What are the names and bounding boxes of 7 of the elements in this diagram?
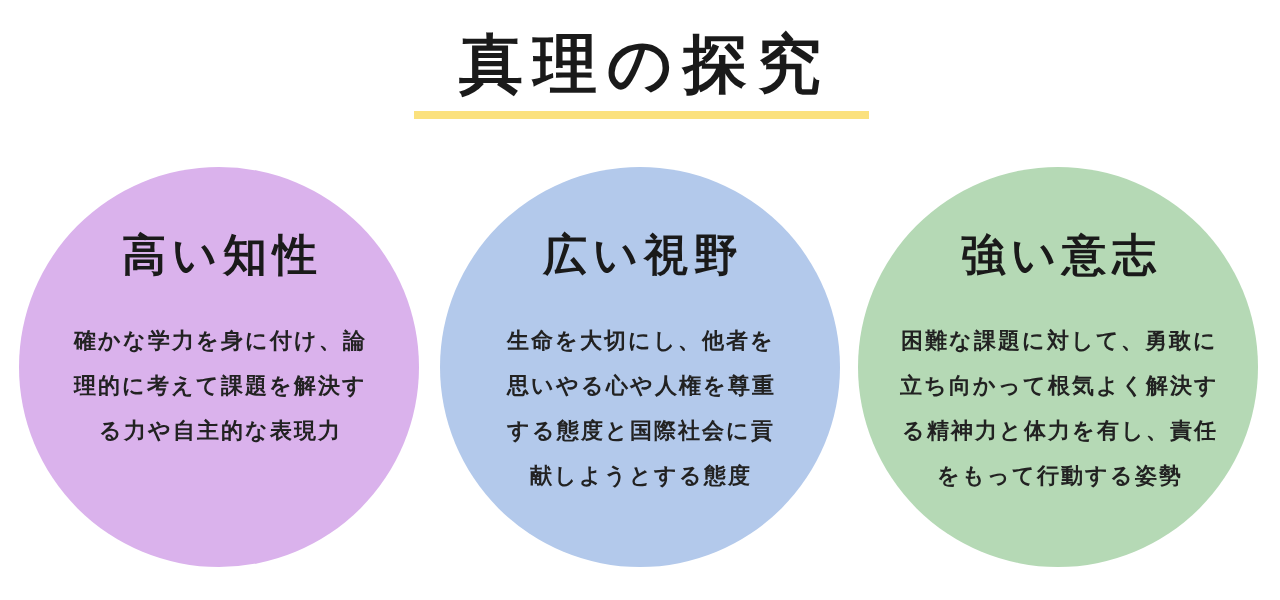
description-text: 困難な課題に対して、勇敢に立ち向かって根気よく解決する精神力と体力を有し、責任をもって行動する姿勢	[899, 327, 1220, 490]
title: 真理の探究	[458, 25, 831, 103]
heading: 強い意志	[959, 228, 1162, 282]
heading: 広い視野	[541, 228, 744, 282]
description-text: 確かな学力を身に付け、論理的に考えて課題を解決する力や自主的な表現力	[72, 327, 368, 445]
heading: 高い知性	[120, 228, 323, 282]
description-text: 生命を大切にし、他者を思いやる心や人権を尊重する態度と国際社会に貢献しようとする態度	[505, 327, 777, 490]
